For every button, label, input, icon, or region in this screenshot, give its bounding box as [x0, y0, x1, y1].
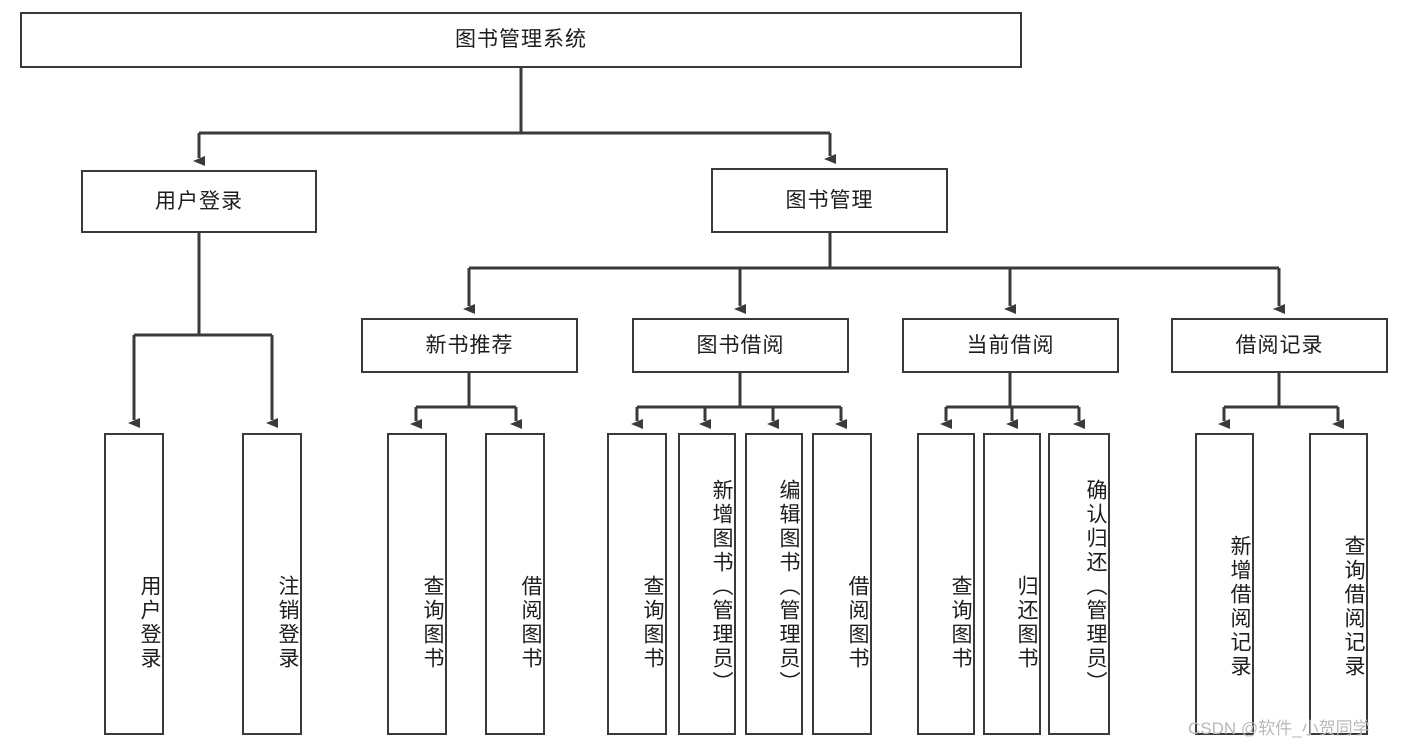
leaf-confirm-return-admin[interactable]: 确认归还（管理员） [1048, 433, 1110, 735]
node-new-book-recommendation[interactable]: 新书推荐 [361, 318, 578, 373]
leaf-query-borrow-record[interactable]: 查询借阅记录 [1309, 433, 1368, 735]
node-user-login[interactable]: 用户登录 [81, 170, 317, 233]
node-root-library-management-system[interactable]: 图书管理系统 [20, 12, 1022, 68]
leaf-query-books-current[interactable]: 查询图书 [917, 433, 975, 735]
leaf-query-books-recommend[interactable]: 查询图书 [387, 433, 447, 735]
leaf-return-books[interactable]: 归还图书 [983, 433, 1041, 735]
leaf-borrow-books-recommend[interactable]: 借阅图书 [485, 433, 545, 735]
leaf-user-login[interactable]: 用户登录 [104, 433, 164, 735]
node-book-borrowing[interactable]: 图书借阅 [632, 318, 849, 373]
leaf-add-book-admin[interactable]: 新增图书（管理员） [678, 433, 736, 735]
leaf-query-books-borrow[interactable]: 查询图书 [607, 433, 667, 735]
node-book-management[interactable]: 图书管理 [711, 168, 948, 233]
leaf-logout[interactable]: 注销登录 [242, 433, 302, 735]
node-current-borrowing[interactable]: 当前借阅 [902, 318, 1119, 373]
csdn-watermark: CSDN @软件_小贺同学 [1188, 719, 1370, 738]
leaf-edit-book-admin[interactable]: 编辑图书（管理员） [745, 433, 803, 735]
leaf-add-borrow-record[interactable]: 新增借阅记录 [1195, 433, 1254, 735]
node-borrowing-record[interactable]: 借阅记录 [1171, 318, 1388, 373]
leaf-borrow-books-borrow[interactable]: 借阅图书 [812, 433, 872, 735]
